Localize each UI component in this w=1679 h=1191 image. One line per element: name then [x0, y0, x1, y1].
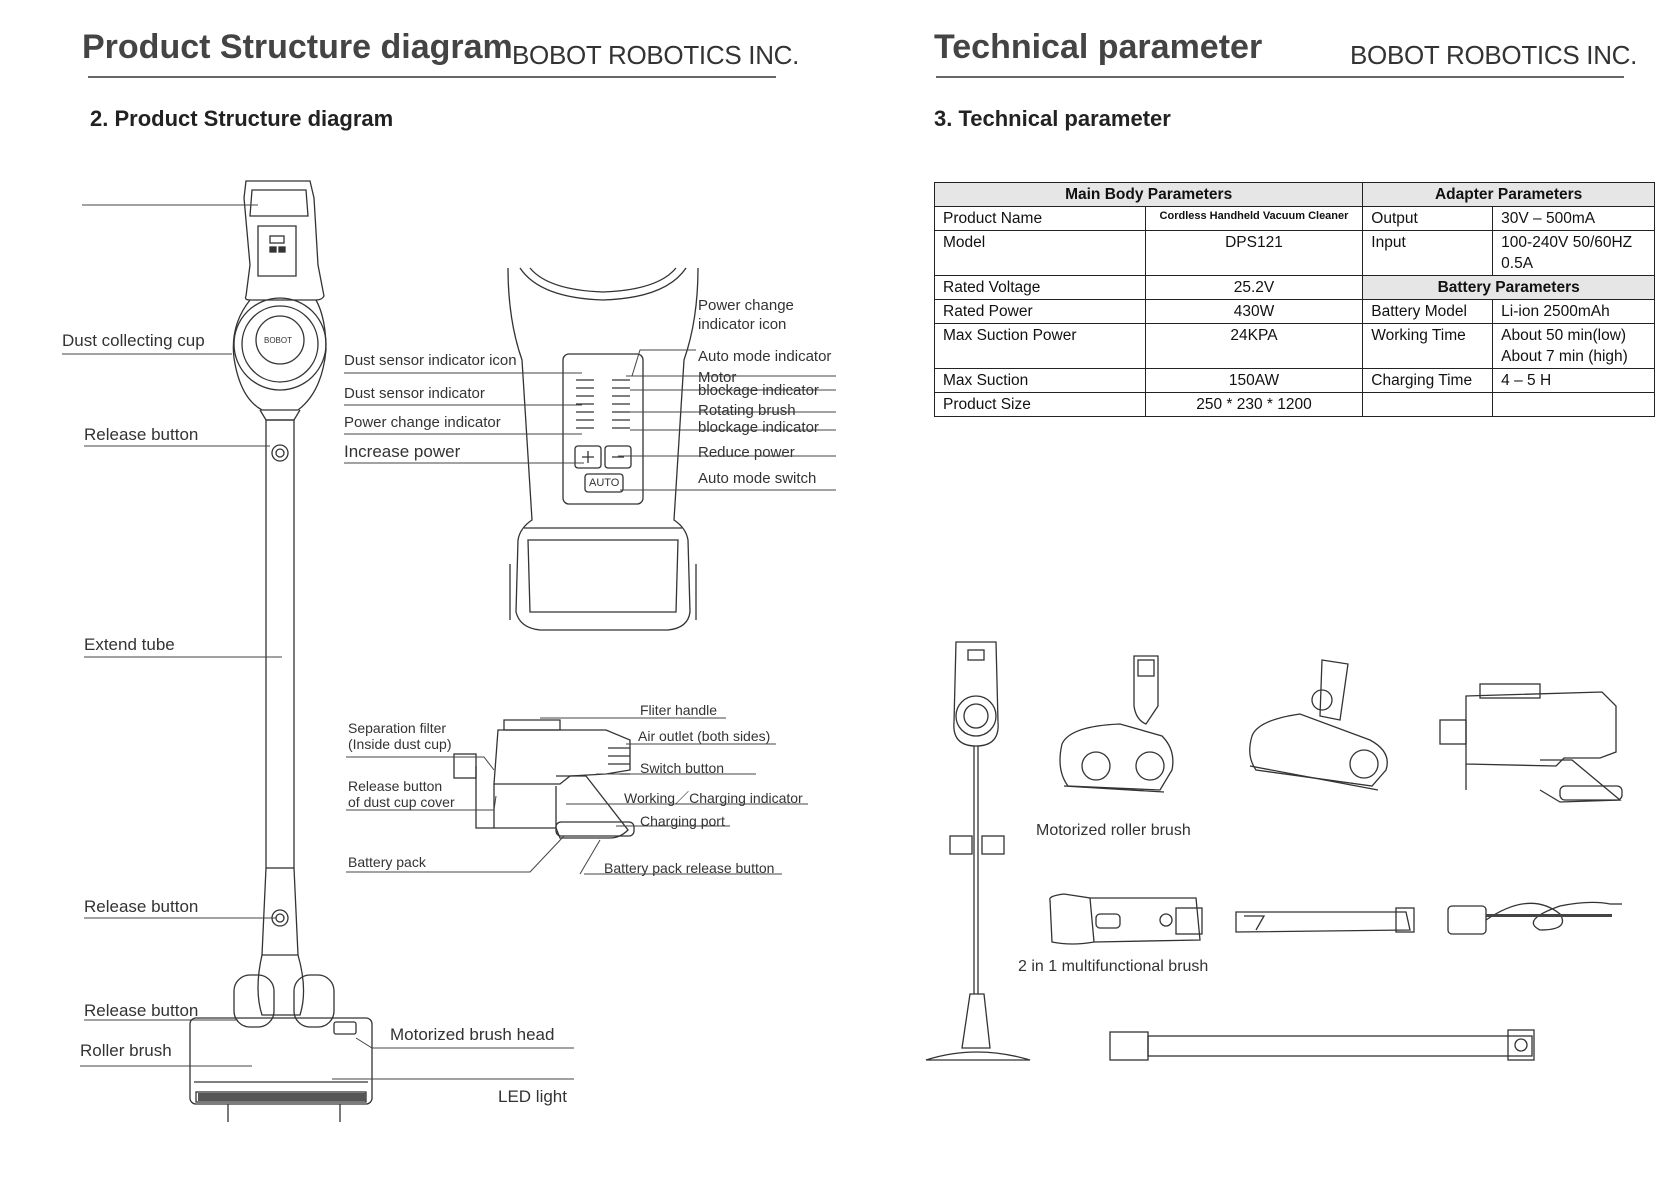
- label-air-outlet: Air outlet (both sides): [638, 728, 771, 744]
- right-page-title: Technical parameter: [934, 28, 1263, 66]
- label-motor-blockage-line2: blockage indicator: [698, 382, 819, 399]
- working-time-high: About 7 min (high): [1501, 348, 1628, 365]
- label-power-change-indicator: Power change indicator: [344, 414, 501, 431]
- multifunction-brush-drawing: [1049, 893, 1203, 945]
- label-rotating-brush-line2: blockage indicator: [698, 419, 819, 436]
- label-separation-filter-line1: Separation filter: [348, 720, 447, 736]
- label-power-change-icon-line2: indicator icon: [698, 316, 787, 333]
- table-row: Model DPS121 Input 100-240V 50/60HZ 0.5A: [934, 230, 1655, 276]
- empty-cell: [1492, 392, 1655, 417]
- label-battery-release-button: Battery pack release button: [604, 860, 775, 876]
- adapter-header: Adapter Parameters: [1362, 182, 1655, 207]
- left-company-name: BOBOT ROBOTICS INC.: [512, 40, 800, 70]
- label-motorized-roller-brush: Motorized roller brush: [1036, 822, 1191, 839]
- left-page-title: Product Structure diagram: [82, 28, 513, 66]
- label-release-dust-cover-line2: of dust cup cover: [348, 794, 455, 810]
- left-header-rule: [88, 76, 776, 78]
- label-reduce-power: Reduce power: [698, 444, 795, 461]
- auto-button-text: AUTO: [589, 477, 620, 489]
- param-value: 250 * 230 * 1200: [1144, 392, 1364, 417]
- main-body-header: Main Body Parameters: [933, 182, 1364, 207]
- param-name: Product Size: [934, 392, 1146, 417]
- label-separation-filter-line2: (Inside dust cup): [348, 736, 452, 752]
- param-name: Output: [1362, 206, 1494, 231]
- label-battery-pack: Battery pack: [348, 854, 426, 870]
- label-auto-mode-indicator: Auto mode indicator: [698, 348, 832, 365]
- bobot-logo-text: BOBOT: [264, 336, 293, 345]
- label-power-change-icon-line1: Power change: [698, 297, 794, 314]
- mini-brush-drawing: [1249, 659, 1388, 791]
- label-working-charging-indicator: Working／Charging indicator: [624, 790, 803, 806]
- param-name: Rated Voltage: [934, 275, 1146, 300]
- right-company-name: BOBOT ROBOTICS INC.: [1350, 40, 1638, 70]
- param-name: Input: [1362, 230, 1494, 276]
- handheld-unit-drawing: [453, 719, 635, 839]
- left-section-title: 2. Product Structure diagram: [90, 106, 394, 131]
- param-value: 4 – 5 H: [1492, 368, 1655, 393]
- param-value: 25.2V: [1144, 275, 1364, 300]
- technical-parameter-table: Main Body Parameters Adapter Parameters …: [933, 182, 1655, 417]
- label-charging-port: Charging port: [640, 813, 725, 829]
- right-section-title: 3. Technical parameter: [934, 106, 1171, 131]
- param-value: 150AW: [1144, 368, 1364, 393]
- param-value: 430W: [1144, 299, 1364, 324]
- label-motor-blockage-line1: Motor: [698, 369, 737, 386]
- label-rotating-brush-line1: Rotating brush: [698, 402, 796, 419]
- upright-vacuum-drawing: [189, 180, 373, 1122]
- param-name: Working Time: [1362, 323, 1494, 369]
- param-name: Battery Model: [1362, 299, 1494, 324]
- param-value: 30V – 500mA: [1492, 206, 1655, 231]
- param-name: Model: [934, 230, 1146, 276]
- label-release-button-mid: Release button: [84, 897, 199, 916]
- label-release-button-bottom: Release button: [84, 1001, 199, 1020]
- table-row: Product Size 250 * 230 * 1200: [934, 392, 1655, 417]
- label-increase-power: Increase power: [344, 442, 461, 461]
- param-name: Max Suction: [934, 368, 1146, 393]
- label-filter-handle: Fliter handle: [640, 702, 718, 718]
- param-value: DPS121: [1144, 230, 1364, 276]
- right-header-rule: [936, 76, 1624, 78]
- label-multifunctional-brush: 2 in 1 multifunctional brush: [1018, 958, 1209, 975]
- param-name: Product Name: [934, 206, 1146, 231]
- handheld-accessory-drawing: [1439, 683, 1623, 803]
- label-motorized-brush-head: Motorized brush head: [390, 1025, 555, 1044]
- extension-tube-drawing: [1109, 1029, 1535, 1061]
- param-name: Max Suction Power: [934, 323, 1146, 369]
- label-dust-sensor-indicator: Dust sensor indicator: [344, 385, 485, 402]
- empty-cell: [1362, 392, 1494, 417]
- label-led-light: LED light: [498, 1087, 567, 1106]
- charger-drawing: [1447, 901, 1622, 935]
- working-time-low: About 50 min(low): [1501, 327, 1627, 344]
- param-name: Rated Power: [934, 299, 1146, 324]
- label-extend-tube: Extend tube: [84, 635, 175, 654]
- param-value: About 50 min(low) About 7 min (high): [1492, 323, 1655, 369]
- label-release-button-top: Release button: [84, 425, 199, 444]
- param-value: Cordless Handheld Vacuum Cleaner: [1144, 206, 1364, 231]
- roller-brush-drawing: [1059, 655, 1174, 793]
- table-row: Rated Power 430W Battery Model Li-ion 25…: [934, 299, 1655, 324]
- label-release-dust-cover-line1: Release button: [348, 778, 443, 794]
- input-line2: 0.5A: [1501, 255, 1534, 272]
- control-panel-drawing: [507, 267, 699, 631]
- label-roller-brush: Roller brush: [80, 1041, 172, 1060]
- stand-drawing: [925, 641, 1031, 1061]
- table-row: Max Suction Power 24KPA Working Time Abo…: [934, 323, 1655, 369]
- label-dust-collecting-cup: Dust collecting cup: [62, 331, 205, 350]
- crevice-tool-drawing: [1235, 907, 1415, 933]
- param-name: Charging Time: [1362, 368, 1494, 393]
- label-switch-button: Switch button: [640, 760, 725, 776]
- param-value: Li-ion 2500mAh: [1492, 299, 1655, 324]
- label-dust-sensor-icon: Dust sensor indicator icon: [344, 352, 517, 369]
- param-value: 24KPA: [1144, 323, 1364, 369]
- battery-header: Battery Parameters: [1362, 275, 1655, 300]
- table-row: Product Name Cordless Handheld Vacuum Cl…: [934, 206, 1655, 231]
- table-row: Max Suction 150AW Charging Time 4 – 5 H: [934, 368, 1655, 393]
- table-header-row: Main Body Parameters Adapter Parameters: [933, 182, 1655, 207]
- label-auto-mode-switch: Auto mode switch: [698, 470, 817, 487]
- param-value: 100-240V 50/60HZ 0.5A: [1492, 230, 1655, 276]
- input-line1: 100-240V 50/60HZ: [1501, 234, 1633, 251]
- table-row: Rated Voltage 25.2V Battery Parameters: [934, 275, 1655, 300]
